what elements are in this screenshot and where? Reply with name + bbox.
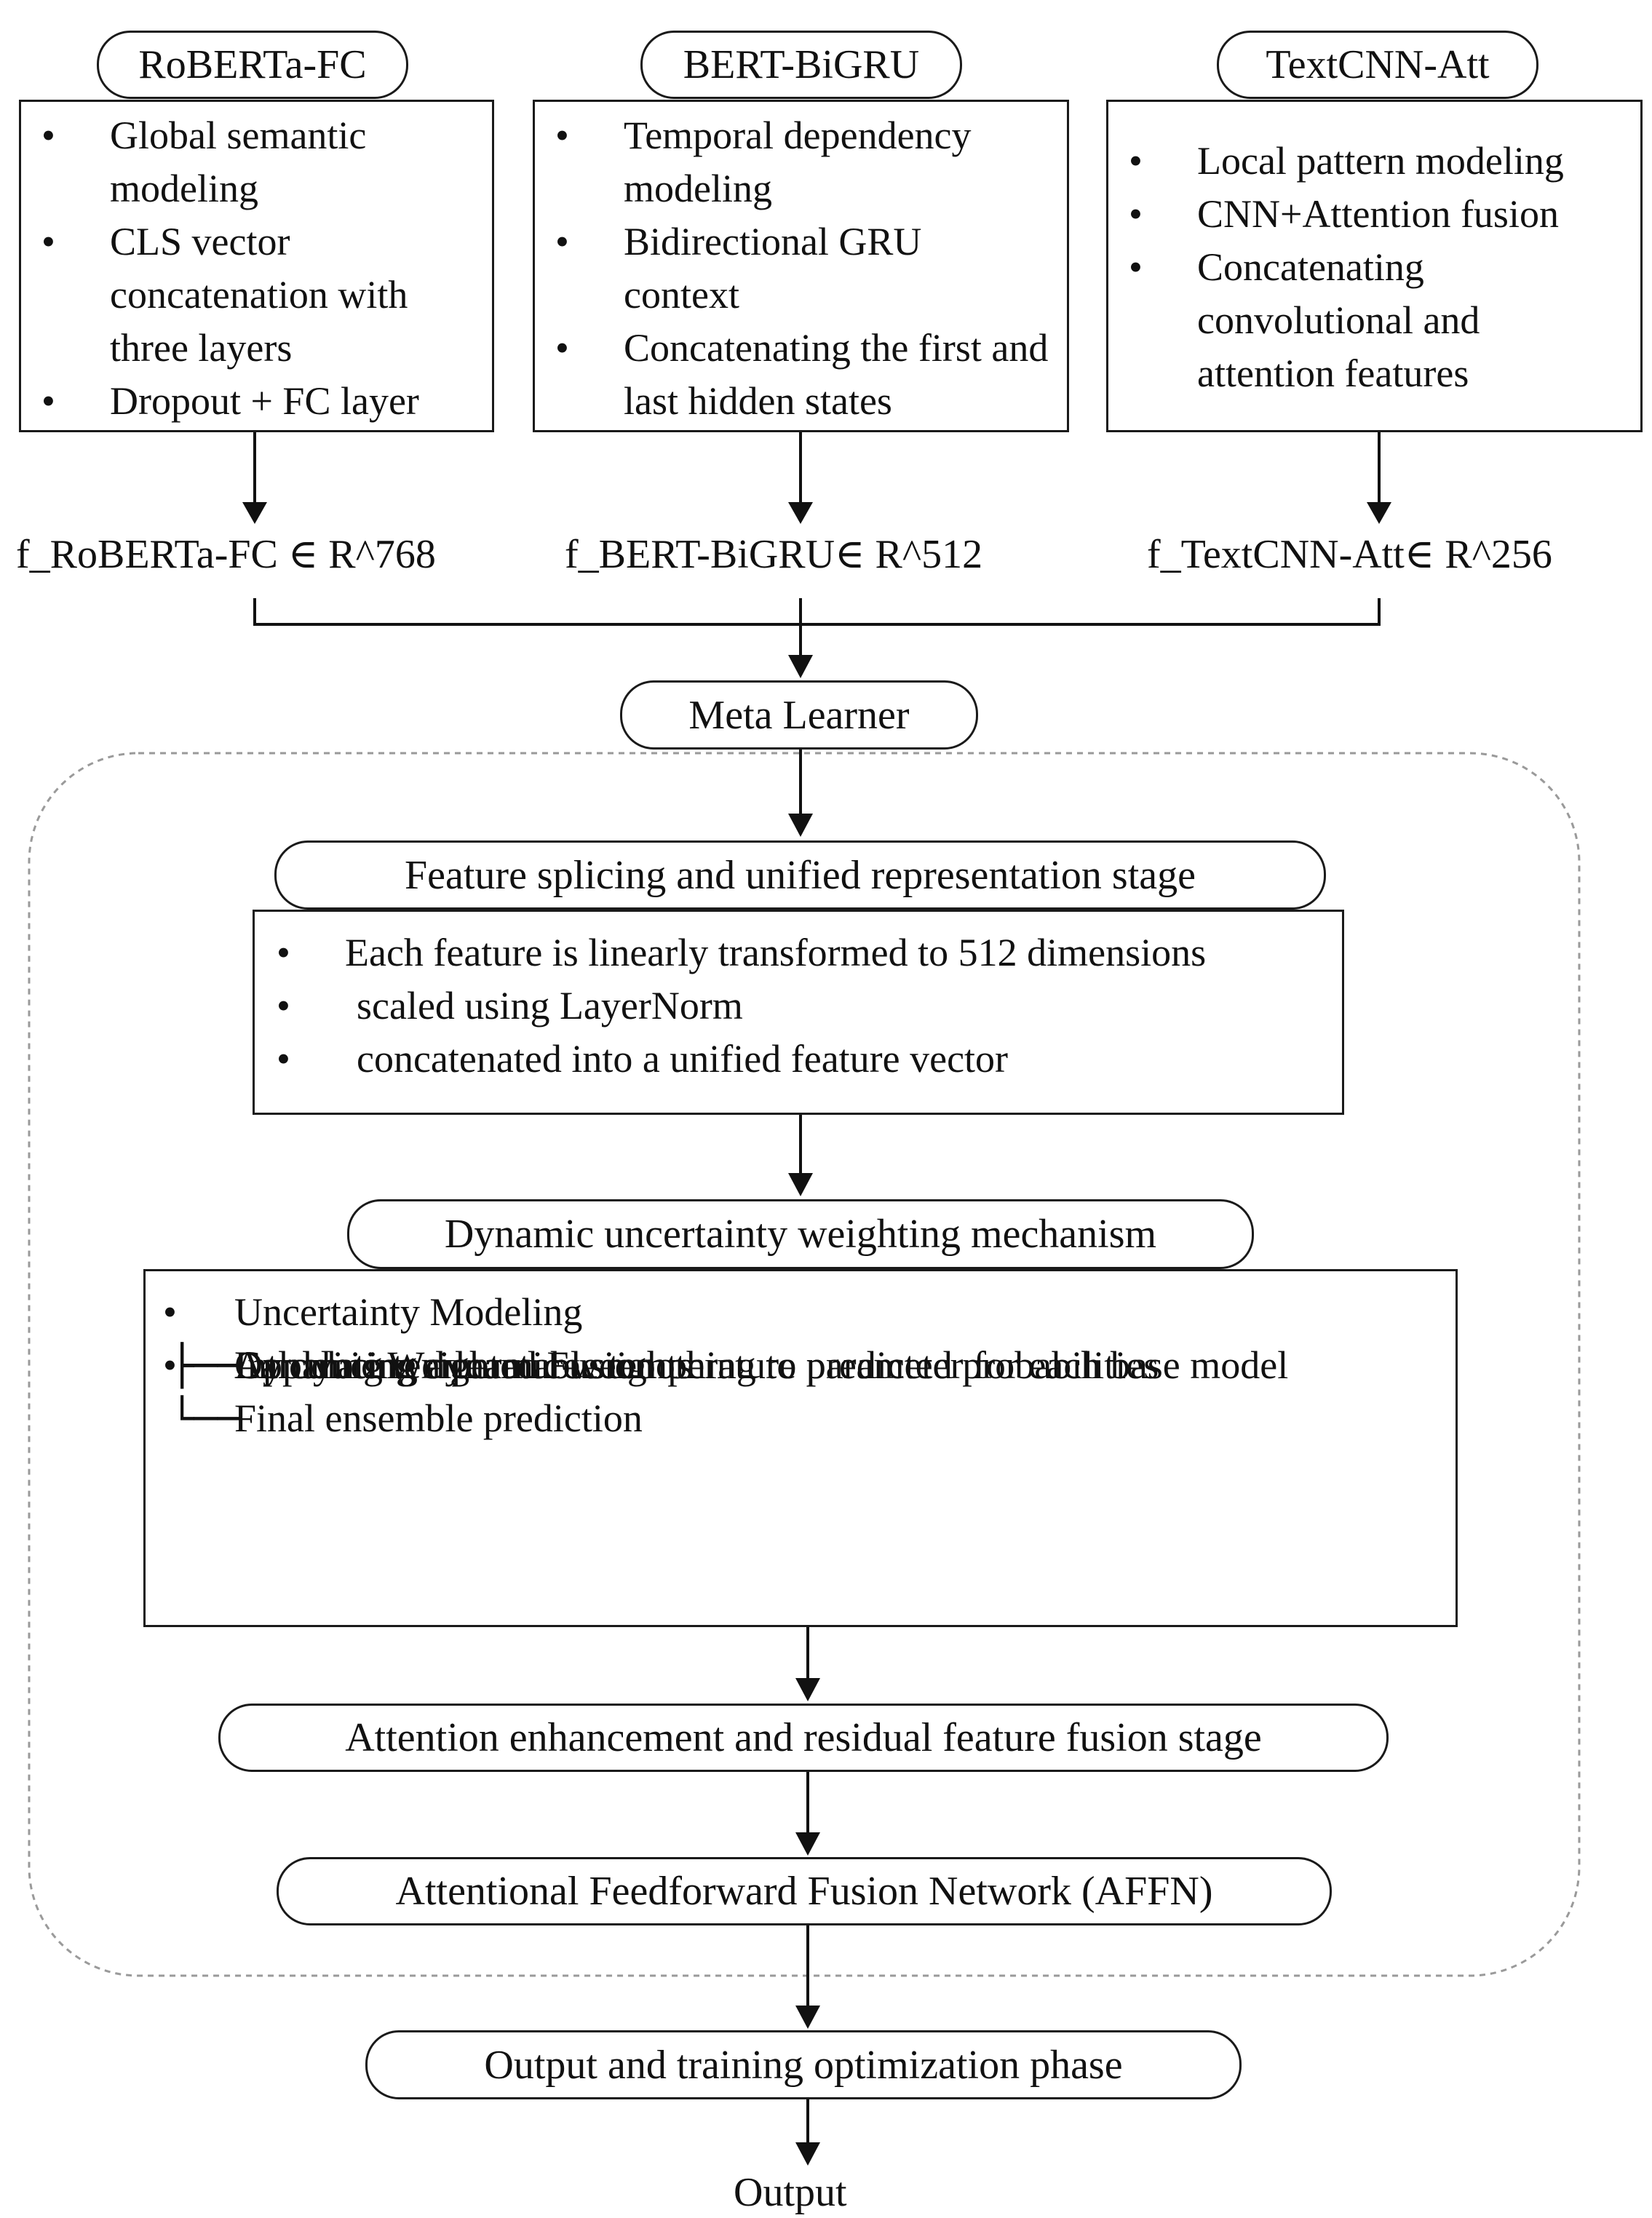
tree-branch-icon: ├── [170,1343,242,1388]
bullet-icon: • [555,220,569,263]
arrowhead [788,1173,813,1196]
tree-end-icon: └── [170,1396,242,1442]
list-item: • scaled using LayerNorm [277,979,1206,1033]
textcnn-att-box: • Local pattern modeling • CNN+Attention… [1106,100,1643,432]
bullet-icon: • [277,984,290,1027]
bert-bigru-bullets: • Temporal dependency modeling • Bidirec… [555,109,1053,428]
list-item: • Bidirectional GRU context [555,215,1053,322]
list-item: • Global semantic modeling [41,109,474,215]
bullet-icon: • [1129,245,1143,289]
bullet-icon: • [41,220,55,263]
bert-bigru-box: • Temporal dependency modeling • Bidirec… [533,100,1069,432]
tree-end-icon: └── [170,1343,242,1388]
roberta-fc-box: • Global semantic modeling • CLS vector … [19,100,494,432]
bullet-icon: • [41,379,55,423]
uncertainty-stage-box: • Uncertainty Modeling ├── Introducing a… [143,1269,1458,1627]
arrowhead [795,2142,820,2166]
meta-learner: Meta Learner [620,680,978,750]
uncertainty-tree: • Uncertainty Modeling ├── Introducing a… [163,1286,1288,1442]
list-item: • CLS vector concatenation with three la… [41,215,474,375]
output-label: Output [734,2170,847,2215]
arrowhead [1367,502,1391,524]
roberta-feature-label: f_RoBERTa-FC ∈ R^768 [16,532,436,577]
roberta-fc-bullets: • Global semantic modeling • CLS vector … [41,109,474,428]
textcnn-att-bullets: • Local pattern modeling • CNN+Attention… [1129,135,1576,400]
bert-feature-label: f_BERT-BiGRU∈ R^512 [565,532,983,577]
feature-stage-bullets: • Each feature is linearly transformed t… [277,926,1206,1086]
feature-stage-box: • Each feature is linearly transformed t… [253,910,1344,1115]
meta-learner-region [28,752,1581,1977]
list-item: • Temporal dependency modeling [555,109,1053,215]
list-item: • Concatenating the first and last hidde… [555,322,1053,428]
bullet-icon: • [1129,139,1143,183]
arrowhead [788,814,813,837]
arrowhead [788,655,813,678]
affn-stage: Attentional Feedforward Fusion Network (… [277,1857,1332,1925]
uncertainty-stage-title: Dynamic uncertainty weighting mechanism [347,1199,1254,1269]
bullet-icon: • [1129,192,1143,236]
arrowhead [795,1832,820,1856]
list-item: • Concatenating convolutional and attent… [1129,241,1576,400]
list-item: • Local pattern modeling [1129,135,1576,188]
bullet-icon: • [41,114,55,157]
roberta-fc-title: RoBERTa-FC [97,31,408,99]
arrowhead [788,502,813,524]
bullet-icon: • [277,931,290,974]
tree-branch-icon: ├── [170,1343,242,1388]
merge-bracket [253,598,1381,626]
textcnn-feature-label: f_TextCNN-Att∈ R^256 [1147,532,1552,577]
list-item: • CNN+Attention fusion [1129,188,1576,241]
list-item: • Each feature is linearly transformed t… [277,926,1206,979]
list-item: • concatenated into a unified feature ve… [277,1033,1206,1086]
arrowhead [242,502,267,524]
bullet-icon: • [163,1343,177,1387]
bullet-icon: • [555,326,569,370]
arrowhead [795,2006,820,2029]
attention-stage: Attention enhancement and residual featu… [218,1704,1389,1772]
arrowhead [795,1678,820,1701]
bullet-icon: • [555,114,569,157]
list-item: • Dropout + FC layer [41,375,474,428]
feature-stage-title: Feature splicing and unified representat… [274,840,1326,910]
bullet-icon: • [163,1290,177,1334]
bullet-icon: • [277,1037,290,1081]
textcnn-att-title: TextCNN-Att [1217,31,1538,99]
bert-bigru-title: BERT-BiGRU [640,31,962,99]
output-stage: Output and training optimization phase [365,2030,1242,2099]
tree-group: • Dynamic Weighted Fusion [163,1343,654,1387]
tree-group: • Uncertainty Modeling [163,1290,583,1334]
